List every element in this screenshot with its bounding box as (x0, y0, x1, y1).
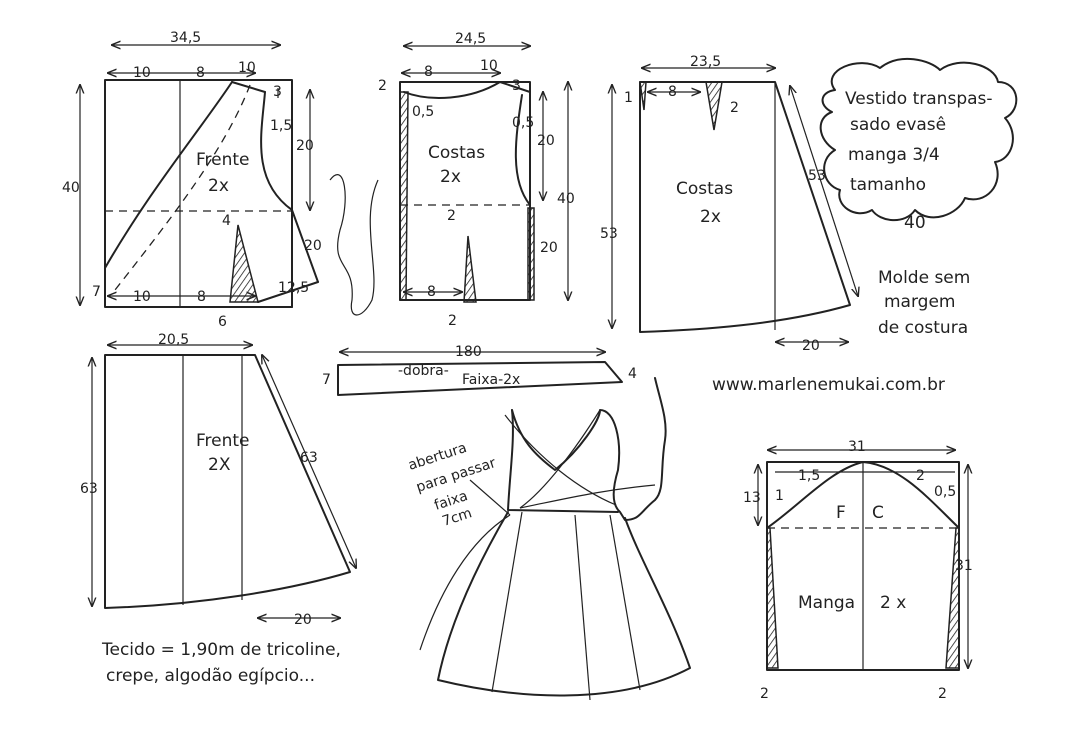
dim-fs-width: 20,5 (158, 332, 189, 348)
manga-back-mark: C (872, 503, 884, 523)
dim-cb-neck-curve: 0,5 (412, 104, 434, 120)
dim-fb-bot-a: 10 (133, 289, 151, 305)
note-line1: Molde sem (878, 268, 970, 288)
manga-front-mark: F (836, 503, 846, 523)
dim-fb-top-b: 8 (196, 65, 205, 81)
fs-name: Frente (196, 431, 250, 451)
dim-cs-height: 53 (600, 226, 618, 242)
dim-fb-height: 40 (62, 180, 80, 196)
dim-cb-dart-w: 2 (448, 313, 457, 329)
dim-cb-top-a: 8 (424, 64, 433, 80)
website-url: www.marlenemukai.com.br (712, 375, 945, 395)
manga-piece: 31 13 31 1 1,5 2 0,5 2 2 F C Manga 2 x (743, 439, 973, 702)
faixa-fold: -dobra- (398, 363, 449, 379)
fabric-note: Tecido = 1,90m de tricoline, crepe, algo… (101, 640, 341, 686)
dim-m-c1: 1 (775, 488, 784, 504)
note-line2: margem (884, 292, 955, 312)
dim-cb-height: 40 (557, 191, 575, 207)
dim-cb-arm: 20 (537, 133, 555, 149)
cb-name: Costas (428, 143, 485, 163)
dim-fb-bot-c: 12,5 (278, 280, 309, 296)
dim-cb-dart-h: 2 (447, 208, 456, 224)
dim-fs-bottom: 20 (294, 612, 312, 628)
dim-fb-top-c: 10 (238, 60, 256, 76)
dim-m-width: 31 (848, 439, 866, 455)
dim-fb-dart-h: 4 (222, 213, 231, 229)
dim-cb-side: 20 (540, 240, 558, 256)
dim-cb-width: 24,5 (455, 31, 486, 47)
dim-cb-neck: 2 (378, 78, 387, 94)
fs-count: 2X (208, 455, 231, 475)
dim-cb-bot: 8 (427, 284, 436, 300)
fb-count: 2x (208, 176, 229, 196)
note-line3: de costura (878, 318, 968, 338)
dim-cb-top-b: 10 (480, 58, 498, 74)
dim-fb-left: 7 (92, 284, 101, 300)
dim-fs-side: 63 (300, 450, 318, 466)
cs-count: 2x (700, 207, 721, 227)
dim-fb-bot-b: 8 (197, 289, 206, 305)
faixa-name: Faixa-2x (462, 372, 520, 388)
dim-faixa-len: 180 (455, 344, 482, 360)
dim-m-hem-r: 2 (938, 686, 947, 702)
dim-m-c4: 0,5 (934, 484, 956, 500)
dim-m-height: 31 (955, 558, 973, 574)
cloud-line3: manga 3/4 (848, 145, 940, 165)
dim-fb-side: 20 (304, 238, 322, 254)
dim-m-c3: 2 (916, 468, 925, 484)
dim-fb-dart-w: 6 (218, 314, 227, 330)
dim-fs-height: 63 (80, 481, 98, 497)
cs-name: Costas (676, 179, 733, 199)
dim-m-cap: 13 (743, 490, 761, 506)
title-cloud: Vestido transpas- sado evasê manga 3/4 t… (819, 57, 1018, 233)
dim-cs-top: 8 (668, 84, 677, 100)
frente-skirt-piece: 20,5 63 63 20 Frente 2X (80, 332, 356, 628)
fabric-line1: Tecido = 1,90m de tricoline, (101, 640, 341, 660)
fabric-line2: crepe, algodão egípcio... (106, 666, 315, 686)
manga-count: 2 x (880, 593, 906, 613)
dim-cs-side: 53 (808, 168, 826, 184)
faixa-piece: 180 -dobra- Faixa-2x 7 4 (322, 344, 637, 396)
costas-bodice-piece: 24,5 8 10 2 3 0,5 0,5 20 40 20 2 8 2 Cos… (378, 31, 575, 329)
dim-fb-width: 34,5 (170, 30, 201, 46)
costas-skirt-piece: 23,5 8 1 2 53 53 20 Costas 2x (600, 54, 858, 354)
cloud-line2: sado evasê (850, 115, 946, 135)
dim-fb-arm: 20 (296, 138, 314, 154)
dim-cb-arm-curve: 0,5 (512, 115, 534, 131)
frente-bodice-piece: 34,5 10 8 10 40 3 1,5 20 20 4 10 8 12, (62, 30, 322, 330)
cloud-line1: Vestido transpas- (845, 89, 993, 109)
dim-cs-dart: 2 (730, 100, 739, 116)
dim-cs-bottom: 20 (802, 338, 820, 354)
cloud-line5: 40 (904, 213, 926, 233)
dim-fb-neck: 1,5 (270, 118, 292, 134)
fb-name: Frente (196, 150, 250, 170)
manga-name: Manga (798, 593, 855, 613)
dress-sketch: abertura para passar faixa 7cm (406, 377, 691, 701)
signature-mark (329, 174, 379, 316)
cloud-line4: tamanho (850, 175, 926, 195)
no-seam-note: Molde sem margem de costura (878, 268, 970, 338)
dim-m-c2: 1,5 (798, 468, 820, 484)
dim-fb-top-a: 10 (133, 65, 151, 81)
dim-cb-shoulder: 3 (512, 78, 521, 94)
dim-cs-width: 23,5 (690, 54, 721, 70)
dim-faixa-left: 7 (322, 372, 331, 388)
dim-faixa-right: 4 (628, 366, 637, 382)
dim-cs-left-top: 1 (624, 90, 633, 106)
dim-m-hem-l: 2 (760, 686, 769, 702)
cb-count: 2x (440, 167, 461, 187)
dim-fb-shoulder: 3 (273, 84, 282, 100)
